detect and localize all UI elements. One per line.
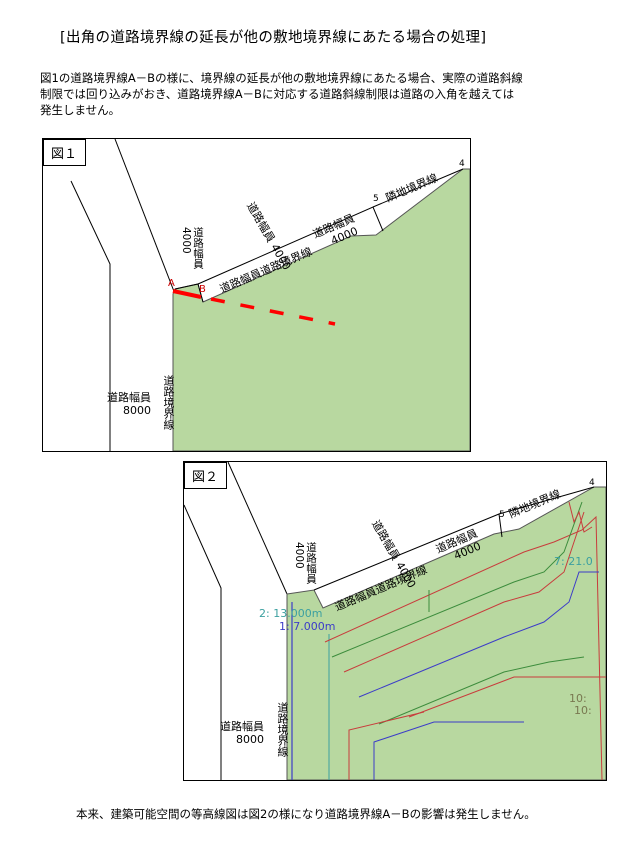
contour-label-d: 10: bbox=[569, 692, 587, 705]
figure-2-label: 図２ bbox=[184, 462, 228, 489]
road-boundary-left: 道路境界線 bbox=[162, 375, 175, 430]
contour-green-2 bbox=[378, 656, 585, 725]
figure-2: 図２ 2: 13.000m 1: 7.000m 7: 21.0 10: 10: … bbox=[183, 461, 607, 781]
road-width-short-text: 道路幅員 bbox=[305, 542, 317, 584]
road-width-short-val: 4000 bbox=[180, 227, 192, 254]
boundary-a-b bbox=[172, 289, 202, 299]
point-a-label: A bbox=[168, 278, 175, 289]
contour-label-a: 2: 13.000m bbox=[259, 607, 323, 620]
point-5-label: 5 bbox=[373, 194, 379, 204]
road-boundary-left: 道路境界線 bbox=[276, 702, 289, 757]
contour-label-b: 1: 7.000m bbox=[279, 620, 336, 633]
road-width-left: 道路幅員 8000 bbox=[101, 391, 151, 417]
road-width-short: 道路幅員4000 bbox=[293, 542, 317, 602]
road-line-left-short bbox=[227, 462, 288, 595]
contour-red-3 bbox=[408, 676, 606, 718]
contour-red-jagged bbox=[568, 501, 593, 533]
footer-text: 本来、建築可能空間の等高線図は図2の様になり道路境界線A－Bの影響は発生しません… bbox=[76, 807, 536, 821]
contour-blue-3 bbox=[373, 721, 524, 780]
figure-1-label: 図１ bbox=[43, 139, 87, 166]
road-width-left-val: 8000 bbox=[236, 733, 264, 746]
figure-1: 図１ A B 道路幅員 8000 道路境界線 道路幅員4000 道路幅員4000… bbox=[42, 138, 471, 452]
road-width-left-text: 道路幅員 bbox=[107, 391, 151, 404]
site-area bbox=[172, 168, 470, 451]
road-line-left-outer bbox=[184, 504, 222, 780]
intro-text: 図1の道路境界線A－Bの様に、境界線の延長が他の敷地境界線にあたる場合、実際の道… bbox=[40, 70, 600, 118]
point-5-label: 5 bbox=[499, 510, 505, 520]
extension-dashed bbox=[210, 297, 336, 326]
neighbor-boundary-line bbox=[498, 486, 595, 515]
contour-red-1 bbox=[324, 515, 603, 780]
figure-2-drawing bbox=[184, 462, 606, 780]
figure-1-drawing bbox=[70, 139, 470, 451]
intro-line-2: 制限では回り込みがおき、道路境界線A－Bに対応する道路斜線制限は道路の入角を越え… bbox=[40, 87, 515, 101]
intro-line-1: 図1の道路境界線A－Bの様に、境界線の延長が他の敷地境界線にあたる場合、実際の道… bbox=[40, 71, 523, 85]
road-width-left-text: 道路幅員 bbox=[220, 720, 264, 733]
contour-label-e: 10: bbox=[574, 704, 592, 717]
point-4-label: 4 bbox=[589, 478, 595, 488]
neighbor-boundary-line bbox=[372, 168, 464, 208]
contour-green-1 bbox=[331, 501, 583, 658]
site-area bbox=[286, 486, 606, 780]
road-width-left-val: 8000 bbox=[123, 404, 151, 417]
contour-red-4 bbox=[348, 711, 425, 780]
contour-red-2 bbox=[343, 511, 585, 673]
point-4-label: 4 bbox=[459, 159, 465, 169]
contour-label-c: 7: 21.0 bbox=[554, 555, 593, 568]
road-line-left-outer bbox=[70, 180, 111, 451]
road-width-short: 道路幅員4000 bbox=[180, 227, 204, 287]
intro-line-3: 発生しません。 bbox=[40, 103, 121, 117]
road-width-short-text: 道路幅員 bbox=[192, 227, 204, 269]
road-width-left: 道路幅員 8000 bbox=[214, 720, 264, 746]
point-b-label: B bbox=[199, 284, 206, 295]
contour-blue-2 bbox=[358, 571, 599, 698]
page-title: [出角の道路境界線の延長が他の敷地境界線にあたる場合の処理] bbox=[60, 30, 487, 46]
road-line-left-short bbox=[114, 139, 176, 295]
road-width-short-val: 4000 bbox=[293, 542, 305, 569]
